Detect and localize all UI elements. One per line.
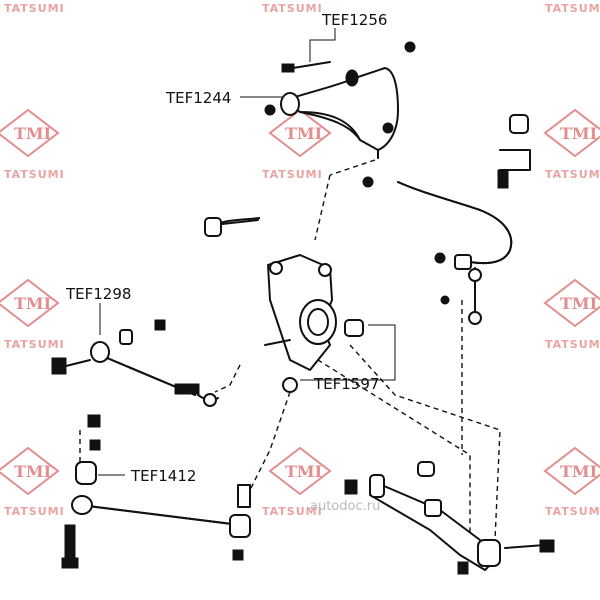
watermark-text: TATSUMI (545, 168, 600, 181)
svg-text:TMI: TMI (14, 124, 51, 143)
part-label-tef1597: TEF1597 (313, 375, 379, 393)
lower-trailing-arm (344, 461, 555, 575)
part-label-tef1298: TEF1298 (65, 285, 131, 303)
rear-lower-link (61, 414, 251, 569)
watermark-layer: TATSUMI TATSUMI TATSUMI TMI TATSUMI TMI … (0, 2, 600, 518)
part-label-tef1244: TEF1244 (165, 89, 231, 107)
watermark-site: autodoc.ru (310, 499, 380, 514)
watermark-text: TATSUMI (545, 2, 600, 15)
svg-text:TMI: TMI (560, 294, 597, 313)
watermark-text: TATSUMI (545, 505, 600, 518)
watermark-logo: TMI (0, 108, 60, 158)
watermark-logo: TMI (543, 278, 600, 328)
svg-text:TMI: TMI (14, 462, 51, 481)
watermark-text: TATSUMI (4, 338, 65, 351)
watermark-text: TATSUMI (262, 505, 323, 518)
part-label-tef1256: TEF1256 (321, 11, 387, 29)
watermark-text: TATSUMI (262, 168, 323, 181)
watermark-text: TATSUMI (262, 2, 323, 15)
svg-text:TMI: TMI (14, 294, 51, 313)
watermark-logo: TMI (543, 446, 600, 496)
svg-text:TMI: TMI (560, 462, 597, 481)
svg-text:TMI: TMI (285, 124, 322, 143)
watermark-text: TATSUMI (4, 168, 65, 181)
label-leaders (98, 28, 396, 476)
watermark-logo: TMI (543, 108, 600, 158)
svg-text:TMI: TMI (560, 124, 597, 143)
part-label-tef1412: TEF1412 (130, 467, 196, 485)
watermark-logo: TMI (0, 278, 60, 328)
stabilizer-bar (397, 114, 531, 325)
svg-text:TMI: TMI (285, 462, 322, 481)
watermark-logo: TMI (0, 446, 60, 496)
watermark-text: TATSUMI (545, 338, 600, 351)
watermark-logo: TMI (268, 446, 332, 496)
watermark-text: TATSUMI (4, 2, 65, 15)
steering-knuckle (204, 217, 364, 393)
upper-control-arm (264, 41, 416, 188)
watermark-logo: TMI (268, 108, 332, 158)
lateral-link (51, 319, 219, 407)
watermark-text: TATSUMI (4, 505, 65, 518)
